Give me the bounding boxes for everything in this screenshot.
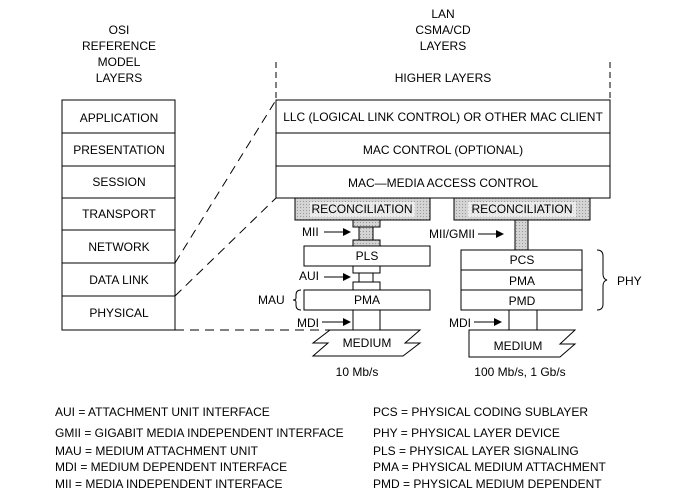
mdi-connector bbox=[508, 309, 538, 331]
pcs-label: PCS bbox=[510, 253, 535, 267]
higher-layers-label: HIGHER LAYERS bbox=[395, 71, 491, 85]
mau-brace-icon bbox=[292, 289, 302, 311]
legend-right: PCS = PHYSICAL CODING SUBLAYER PHY = PHY… bbox=[373, 405, 606, 491]
lan-mac-stack: LLC (LOGICAL LINK CONTROL) OR OTHER MAC … bbox=[275, 99, 611, 199]
legend-item: PMD = PHYSICAL MEDIUM DEPENDENT bbox=[373, 477, 602, 491]
mii-label: MII bbox=[302, 225, 319, 239]
legend-item: AUI = ATTACHMENT UNIT INTERFACE bbox=[55, 405, 270, 419]
osi-layer-transport: TRANSPORT bbox=[82, 207, 156, 221]
aui-connector bbox=[352, 265, 381, 274]
osi-layer-physical: PHYSICAL bbox=[89, 306, 149, 320]
osi-layer-data-link: DATA LINK bbox=[89, 273, 149, 287]
osi-layer-session: SESSION bbox=[92, 175, 145, 189]
mau-label: MAU bbox=[258, 293, 285, 307]
legend-item: MDI = MEDIUM DEPENDENT INTERFACE bbox=[55, 460, 287, 474]
right-phy-stack: RECONCILIATION MII/GMII PCS PMA PMD PHY … bbox=[429, 197, 642, 379]
osi-stack-frame bbox=[61, 99, 176, 331]
lan-header-line: LAYERS bbox=[420, 39, 466, 53]
osi-header-line: OSI bbox=[109, 23, 130, 37]
legend-item: MII = MEDIA INDEPENDENT INTERFACE bbox=[55, 477, 282, 491]
pma-label: PMA bbox=[509, 274, 535, 288]
mdi-label: MDI bbox=[449, 316, 471, 330]
mac-box bbox=[275, 165, 611, 199]
llc-box bbox=[275, 99, 611, 134]
medium-shape bbox=[311, 329, 422, 357]
mii-connector bbox=[352, 219, 381, 228]
mapping-line-physical-top bbox=[174, 197, 277, 297]
left-phy-stack: RECONCILIATION MII PLS AUI PMA MAU MDI M… bbox=[258, 197, 431, 379]
aui-label: AUI bbox=[299, 269, 319, 283]
mac-control-label: MAC CONTROL (OPTIONAL) bbox=[363, 143, 523, 157]
medium-label: MEDIUM bbox=[494, 339, 543, 353]
medium-shape bbox=[468, 329, 577, 358]
legend-item: GMII = GIGABIT MEDIA INDEPENDENT INTERFA… bbox=[55, 426, 344, 440]
osi-layer-application: APPLICATION bbox=[80, 111, 158, 125]
lan-header: LAN CSMA/CD LAYERS bbox=[415, 7, 471, 53]
osi-header-line: LAYERS bbox=[96, 71, 142, 85]
lan-header-line: LAN bbox=[431, 7, 454, 21]
phy-label: PHY bbox=[617, 274, 642, 288]
legend-left: AUI = ATTACHMENT UNIT INTERFACE GMII = G… bbox=[55, 405, 344, 491]
mdi-connector bbox=[352, 309, 381, 331]
llc-label: LLC (LOGICAL LINK CONTROL) OR OTHER MAC … bbox=[283, 110, 603, 124]
lan-header-line: CSMA/CD bbox=[415, 23, 471, 37]
medium-label: MEDIUM bbox=[343, 336, 392, 350]
legend-item: PCS = PHYSICAL CODING SUBLAYER bbox=[373, 405, 588, 419]
mac-label: MAC—MEDIA ACCESS CONTROL bbox=[348, 176, 538, 190]
mii-gmii-connector bbox=[514, 219, 529, 251]
osi-layer-presentation: PRESENTATION bbox=[73, 143, 165, 157]
osi-header-line: REFERENCE bbox=[82, 39, 156, 53]
reconciliation-label: RECONCILIATION bbox=[311, 202, 412, 216]
legend-item: PHY = PHYSICAL LAYER DEVICE bbox=[373, 426, 560, 440]
mac-control-box bbox=[275, 132, 611, 167]
speed-label: 10 Mb/s bbox=[336, 365, 379, 379]
osi-layer-network: NETWORK bbox=[88, 240, 149, 254]
reconciliation-label: RECONCILIATION bbox=[471, 202, 572, 216]
pls-label: PLS bbox=[356, 249, 379, 263]
phy-brace-icon bbox=[596, 249, 608, 311]
mdi-label: MDI bbox=[297, 316, 319, 330]
legend-item: PMA = PHYSICAL MEDIUM ATTACHMENT bbox=[373, 460, 606, 474]
pmd-label: PMD bbox=[509, 294, 536, 308]
speed-label: 100 Mb/s, 1 Gb/s bbox=[474, 365, 565, 379]
legend-item: MAU = MEDIUM ATTACHMENT UNIT bbox=[55, 444, 259, 458]
osi-layer-stack: APPLICATION PRESENTATION SESSION TRANSPO… bbox=[61, 99, 176, 331]
legend-item: PLS = PHYSICAL LAYER SIGNALING bbox=[373, 444, 579, 458]
osi-header-line: MODEL bbox=[98, 55, 141, 69]
mii-gmii-label: MII/GMII bbox=[429, 227, 475, 241]
pma-label: PMA bbox=[354, 293, 380, 307]
osi-header: OSI REFERENCE MODEL LAYERS bbox=[82, 23, 156, 85]
mapping-line-data-link bbox=[174, 99, 277, 264]
